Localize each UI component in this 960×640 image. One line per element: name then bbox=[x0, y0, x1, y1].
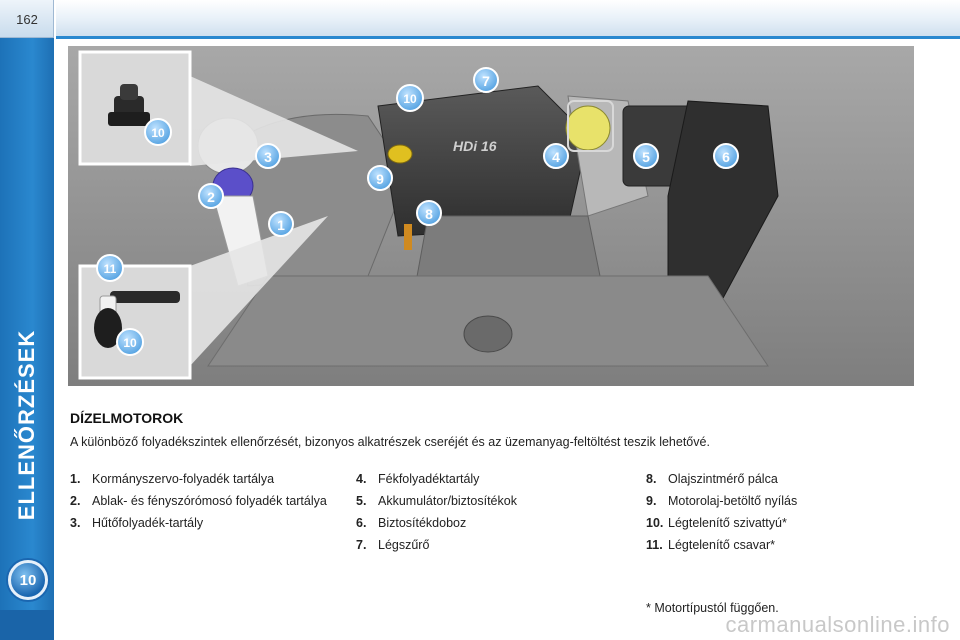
callout-11-inset: 11 bbox=[96, 254, 124, 282]
legend-text: Fékfolyadéktartály bbox=[378, 472, 480, 486]
legend-number: 3. bbox=[70, 516, 81, 530]
svg-text:5: 5 bbox=[642, 149, 650, 165]
legend-text: Motorolaj-betöltő nyílás bbox=[668, 494, 798, 508]
intro-text: A különböző folyadékszintek ellenőrzését… bbox=[70, 435, 710, 449]
header-rule bbox=[56, 36, 960, 39]
legend-number: 9. bbox=[646, 494, 657, 508]
legend-column-3: 8. Olajszintmérő pálca 9. Motorolaj-betö… bbox=[646, 472, 896, 560]
svg-text:2: 2 bbox=[207, 189, 215, 205]
legend-item: 11. Légtelenítő csavar* bbox=[646, 538, 896, 552]
legend-item: 9. Motorolaj-betöltő nyílás bbox=[646, 494, 896, 508]
callout-5: 5 bbox=[633, 143, 659, 169]
legend-item: 10. Légtelenítő szivattyú* bbox=[646, 516, 896, 530]
legend-text: Hűtőfolyadék-tartály bbox=[92, 516, 204, 530]
legend-column-1: 1. Kormányszervo-folyadék tartálya 2. Ab… bbox=[70, 472, 340, 538]
svg-text:1: 1 bbox=[277, 217, 285, 233]
legend-text: Olajszintmérő pálca bbox=[668, 472, 778, 486]
legend-number: 11. bbox=[646, 538, 663, 552]
legend-column-2: 4. Fékfolyadéktartály 5. Akkumulátor/biz… bbox=[356, 472, 616, 560]
sidebar-footer bbox=[0, 610, 54, 640]
legend-number: 4. bbox=[356, 472, 367, 486]
callout-10-inset-top: 10 bbox=[144, 118, 172, 146]
svg-text:10: 10 bbox=[403, 92, 417, 106]
svg-text:3: 3 bbox=[264, 149, 272, 165]
legend-text: Ablak- és fényszórómosó folyadék tartály… bbox=[92, 494, 327, 508]
section-title-text: ELLENŐRZÉSEK bbox=[14, 329, 39, 521]
svg-text:4: 4 bbox=[552, 149, 560, 165]
legend-item: 6. Biztosítékdoboz bbox=[356, 516, 616, 530]
section-title: ELLENŐRZÉSEK bbox=[14, 300, 40, 550]
page-number: 162 bbox=[16, 12, 38, 27]
legend-number: 8. bbox=[646, 472, 657, 486]
legend-item: 3. Hűtőfolyadék-tartály bbox=[70, 516, 340, 530]
callout-8: 8 bbox=[416, 200, 442, 226]
legend-text: Biztosítékdoboz bbox=[378, 516, 467, 530]
section-sidebar bbox=[0, 0, 54, 640]
svg-text:7: 7 bbox=[482, 73, 490, 89]
legend-number: 6. bbox=[356, 516, 367, 530]
legend-number: 10. bbox=[646, 516, 664, 530]
footnote: * Motortípustól függően. bbox=[646, 601, 779, 615]
callout-7: 7 bbox=[473, 67, 499, 93]
callout-10-inset-bottom: 10 bbox=[116, 328, 144, 356]
header-bar bbox=[56, 0, 960, 36]
legend-text: Légtelenítő szivattyú* bbox=[668, 516, 787, 530]
engine-cover-text: HDi 16 bbox=[453, 138, 497, 154]
callout-10-engine: 10 bbox=[396, 84, 424, 112]
legend-item: 5. Akkumulátor/biztosítékok bbox=[356, 494, 616, 508]
svg-text:8: 8 bbox=[425, 206, 433, 222]
legend-number: 7. bbox=[356, 538, 367, 552]
legend-number: 2. bbox=[70, 494, 81, 508]
svg-text:9: 9 bbox=[376, 171, 384, 187]
callout-3: 3 bbox=[255, 143, 281, 169]
watermark: carmanualsonline.info bbox=[725, 612, 950, 637]
svg-text:10: 10 bbox=[151, 126, 165, 140]
legend-item: 7. Légszűrő bbox=[356, 538, 616, 552]
engine-illustration: HDi 16 1 2 3 4 5 6 7 8 9 10 10 11 10 bbox=[68, 46, 914, 386]
svg-text:11: 11 bbox=[104, 262, 117, 276]
legend-text: Akkumulátor/biztosítékok bbox=[378, 494, 517, 508]
section-badge-label: 10 bbox=[19, 572, 37, 589]
svg-text:10: 10 bbox=[123, 336, 137, 350]
legend-number: 1. bbox=[70, 472, 81, 486]
section-badge-icon: 10 bbox=[8, 560, 48, 600]
page-heading: DÍZELMOTOROK bbox=[70, 410, 184, 426]
callout-9: 9 bbox=[367, 165, 393, 191]
callout-2: 2 bbox=[198, 183, 224, 209]
svg-text:6: 6 bbox=[722, 149, 730, 165]
callout-1: 1 bbox=[268, 211, 294, 237]
legend-number: 5. bbox=[356, 494, 367, 508]
page-number-box: 162 bbox=[0, 0, 54, 38]
legend-item: 1. Kormányszervo-folyadék tartálya bbox=[70, 472, 340, 486]
callout-4: 4 bbox=[543, 143, 569, 169]
callout-6: 6 bbox=[713, 143, 739, 169]
legend-text: Légszűrő bbox=[378, 538, 430, 552]
engine-bay-drawing: HDi 16 1 2 3 4 5 6 7 8 9 10 10 11 10 bbox=[68, 46, 914, 386]
legend-text: Kormányszervo-folyadék tartálya bbox=[92, 472, 275, 486]
legend-text: Légtelenítő csavar* bbox=[668, 538, 776, 552]
legend-item: 8. Olajszintmérő pálca bbox=[646, 472, 896, 486]
legend-item: 2. Ablak- és fényszórómosó folyadék tart… bbox=[70, 494, 340, 508]
legend-item: 4. Fékfolyadéktartály bbox=[356, 472, 616, 486]
